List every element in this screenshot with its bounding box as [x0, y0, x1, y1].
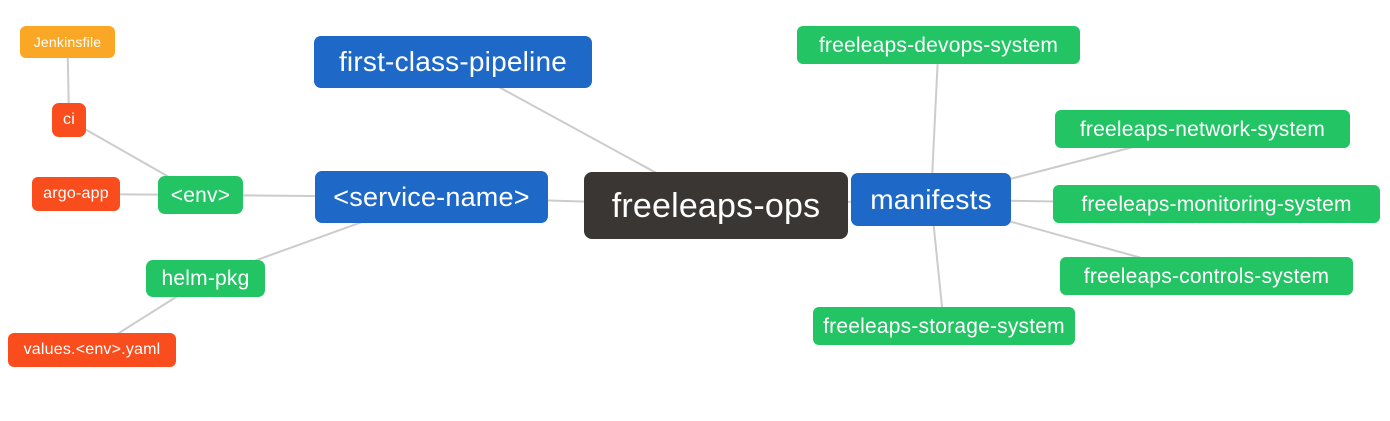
- node-values-env-yaml[interactable]: values.<env>.yaml: [8, 333, 176, 367]
- node-helm-pkg[interactable]: helm-pkg: [146, 260, 265, 297]
- node-ci[interactable]: ci: [52, 103, 86, 137]
- node-freeleaps-ops[interactable]: freeleaps-ops: [584, 172, 848, 239]
- node-freeleaps-devops-system[interactable]: freeleaps-devops-system: [797, 26, 1080, 64]
- node-argo-app[interactable]: argo-app: [32, 177, 120, 211]
- node-manifests[interactable]: manifests: [851, 173, 1011, 226]
- node-freeleaps-controls-system[interactable]: freeleaps-controls-system: [1060, 257, 1353, 295]
- node-service-name[interactable]: <service-name>: [315, 171, 548, 223]
- node-env[interactable]: <env>: [158, 176, 243, 214]
- node-jenkinsfile[interactable]: Jenkinsfile: [20, 26, 115, 58]
- node-first-class-pipeline[interactable]: first-class-pipeline: [314, 36, 592, 88]
- node-freeleaps-monitoring-system[interactable]: freeleaps-monitoring-system: [1053, 185, 1380, 223]
- node-freeleaps-network-system[interactable]: freeleaps-network-system: [1055, 110, 1350, 148]
- node-freeleaps-storage-system[interactable]: freeleaps-storage-system: [813, 307, 1075, 345]
